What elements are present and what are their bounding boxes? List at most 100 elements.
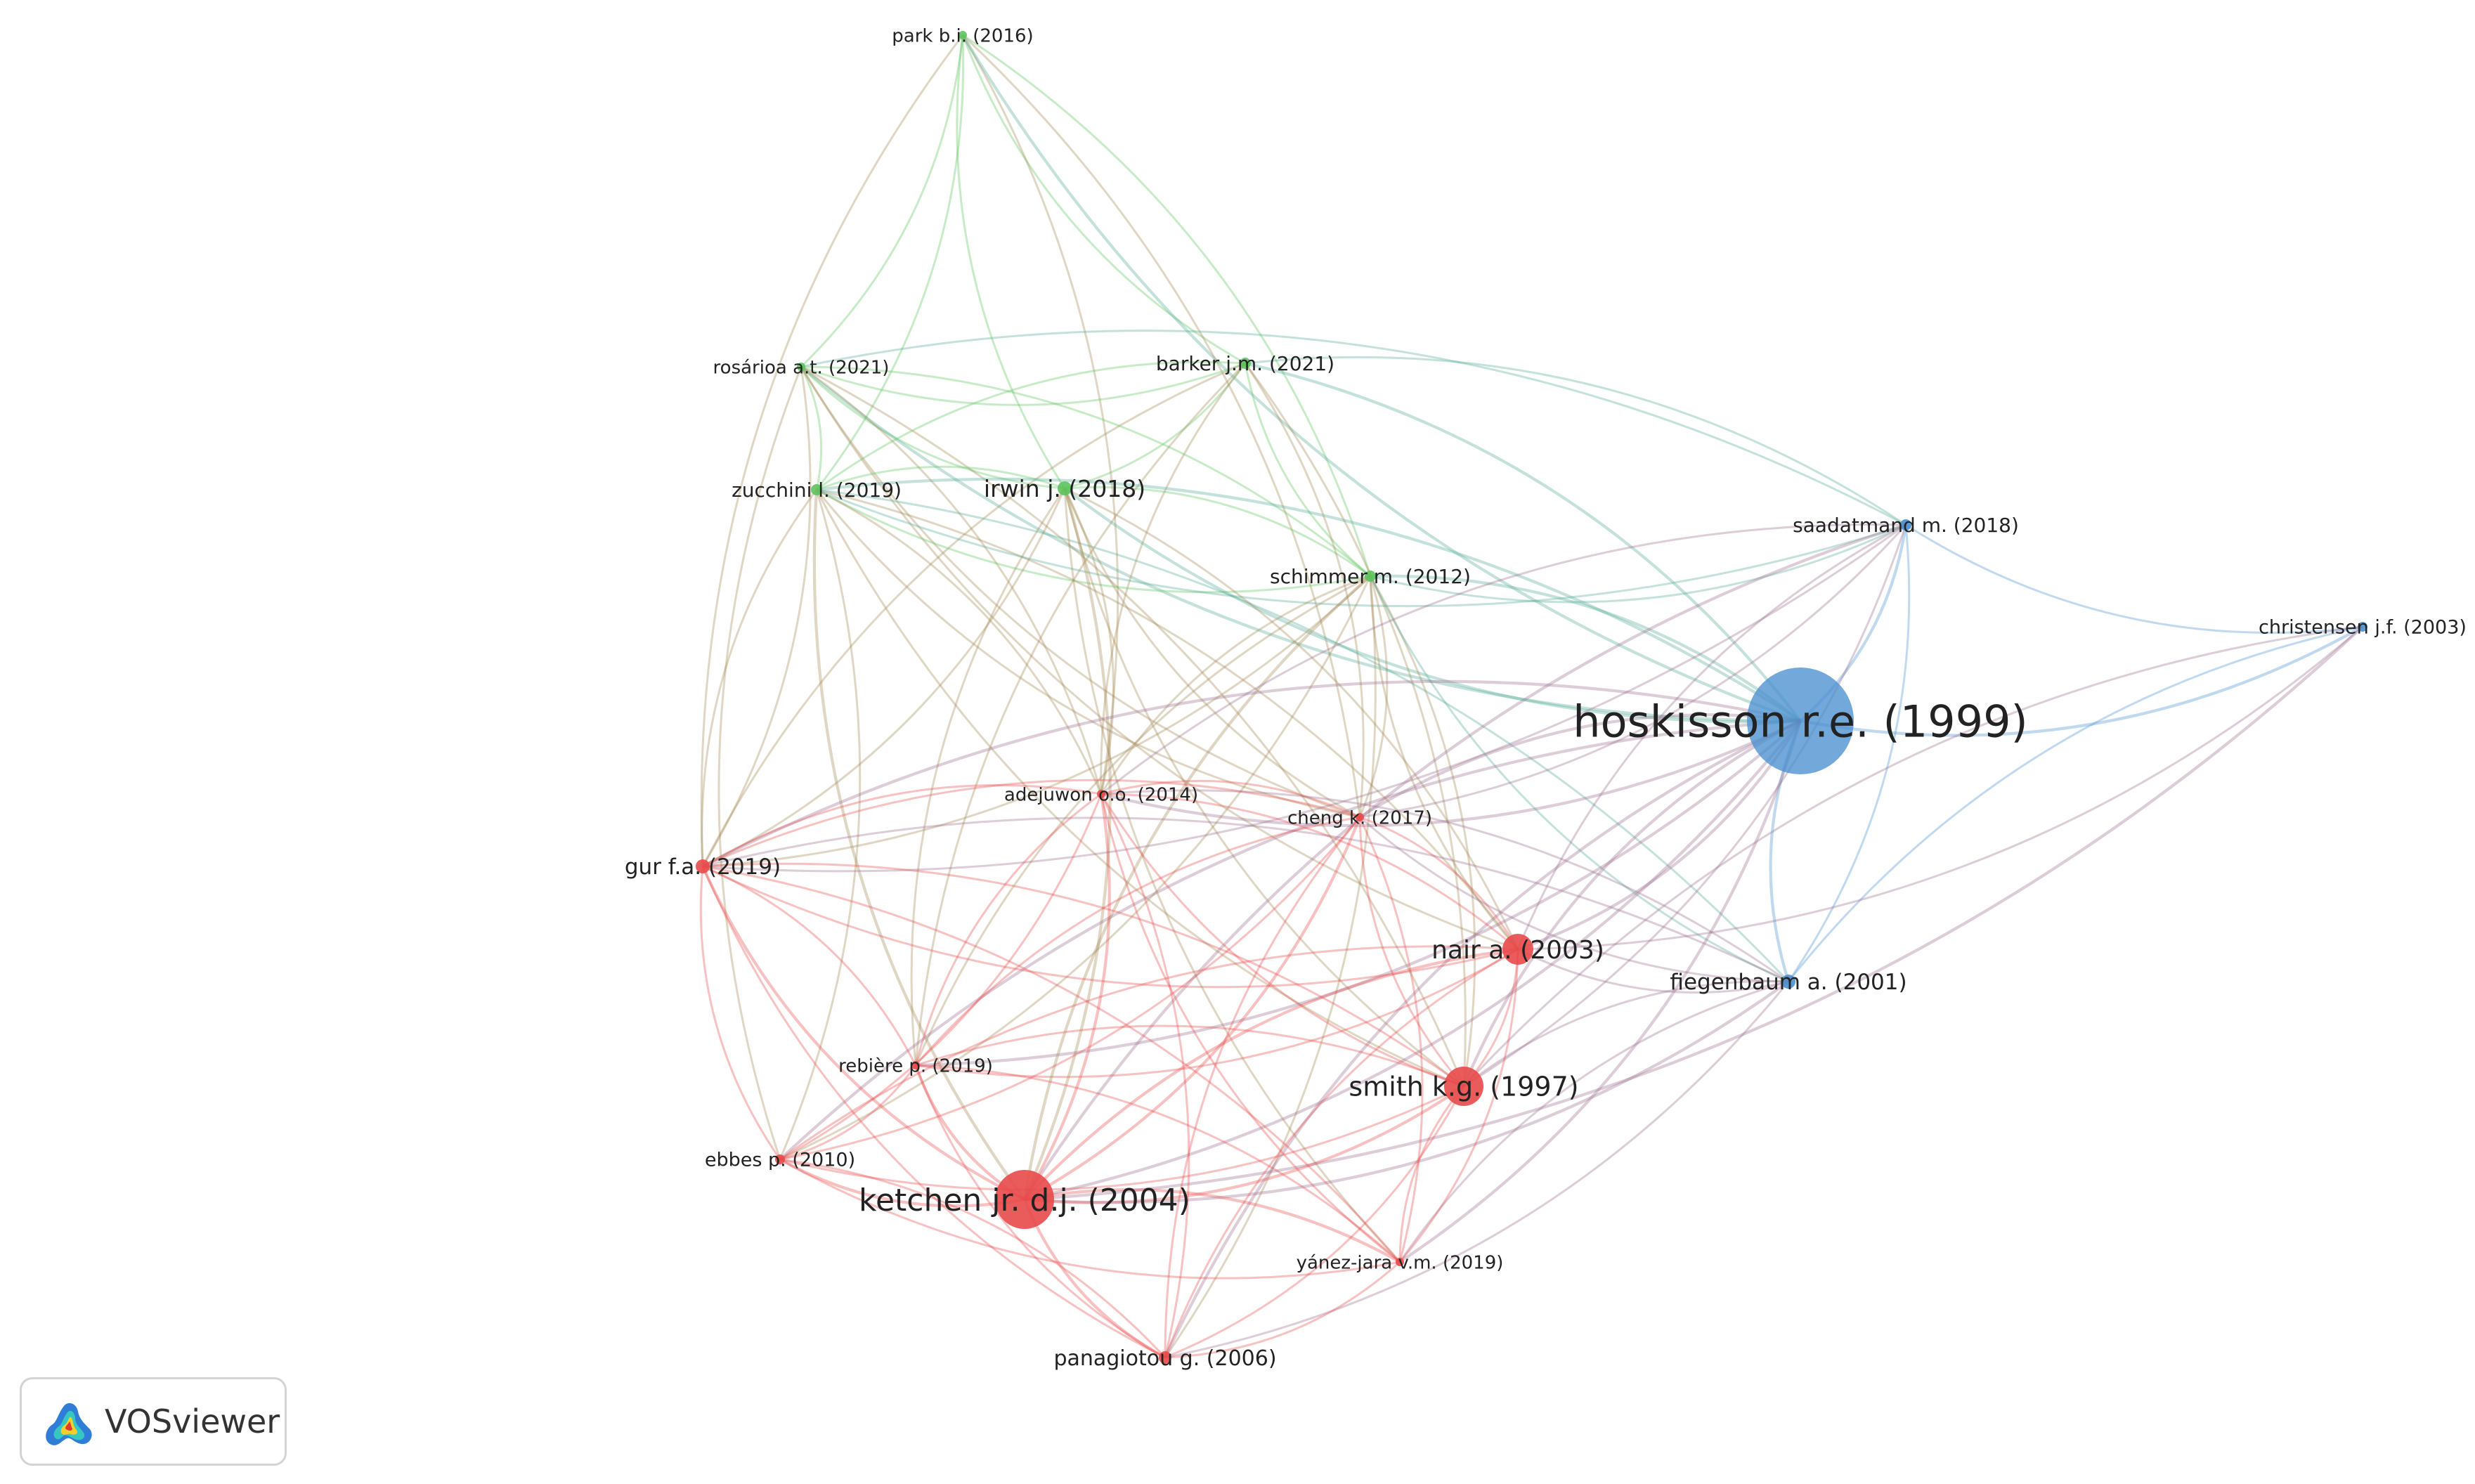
link-rosarioa-smith	[800, 365, 1465, 1087]
link-hoskisson-gur	[702, 679, 1801, 868]
link-hoskisson-cheng	[1358, 713, 1801, 819]
link-schimmer-ebbes	[779, 575, 1372, 1161]
node-label-saadatmand[interactable]: saadatmand m. (2018)	[1793, 514, 2019, 537]
link-ebbes-ketchen	[779, 1158, 1025, 1208]
link-fiegenbaum-adejuwon	[1100, 789, 1789, 983]
link-park-gur	[700, 34, 964, 867]
node-label-fiegenbaum[interactable]: fiegenbaum a. (2001)	[1670, 970, 1906, 995]
node-label-schimmer[interactable]: schimmer m. (2012)	[1270, 565, 1471, 588]
link-smith-ebbes	[779, 1085, 1464, 1191]
link-zucchini-ebbes	[779, 489, 862, 1160]
link-rosarioa-gur	[701, 366, 812, 867]
node-saadatmand[interactable]	[1900, 519, 1911, 531]
link-barker-smith	[1244, 363, 1467, 1087]
link-irwin-nair	[1064, 487, 1519, 950]
node-adejuwon[interactable]	[1097, 790, 1105, 798]
link-saadatmand-ketchen	[1023, 523, 1906, 1201]
network-nodes	[696, 31, 2367, 1364]
node-rebiere[interactable]	[911, 1061, 920, 1069]
node-yanez[interactable]	[1396, 1258, 1404, 1266]
node-label-nair[interactable]: nair a. (2003)	[1431, 936, 1604, 965]
link-park-irwin	[956, 34, 1066, 489]
link-zucchini-schimmer	[816, 488, 1371, 594]
node-label-ebbes[interactable]: ebbes p. (2010)	[705, 1150, 855, 1171]
link-schimmer-panagiotou	[1164, 575, 1377, 1358]
link-hoskisson-rebiere	[915, 720, 1802, 1067]
link-schimmer-nair	[1369, 575, 1519, 950]
node-schimmer[interactable]	[1365, 571, 1376, 582]
link-cheng-yanez	[1358, 816, 1424, 1263]
node-label-zucchini[interactable]: zucchini l. (2019)	[732, 479, 902, 502]
node-label-rebiere[interactable]: rebière p. (2019)	[838, 1055, 993, 1076]
node-label-gur[interactable]: gur f.a. (2019)	[625, 854, 781, 880]
link-rosarioa-hoskisson	[800, 365, 1801, 723]
node-label-ketchen[interactable]: ketchen jr. d.j. (2004)	[859, 1183, 1190, 1218]
link-zucchini-fiegenbaum	[816, 488, 1790, 983]
node-rosarioa[interactable]	[797, 363, 805, 371]
link-barker-schimmer	[1244, 363, 1371, 578]
node-label-barker[interactable]: barker j.m. (2021)	[1156, 352, 1334, 375]
node-ketchen[interactable]	[995, 1170, 1054, 1229]
link-rebiere-ebbes	[779, 1065, 917, 1161]
node-ebbes[interactable]	[775, 1154, 785, 1164]
link-rosarioa-saadatmand	[800, 330, 1906, 526]
node-label-rosarioa[interactable]: rosárioa a.t. (2021)	[713, 357, 890, 378]
link-adejuwon-ebbes	[779, 793, 1103, 1161]
link-schimmer-adejuwon	[1100, 575, 1371, 795]
link-gur-ketchen	[701, 866, 1025, 1201]
link-rebiere-panagiotou	[914, 1065, 1166, 1359]
link-gur-rebiere	[702, 865, 917, 1066]
link-gur-ebbes	[699, 866, 781, 1160]
vosviewer-badge[interactable]: VOSviewer	[20, 1377, 287, 1466]
link-irwin-hoskisson	[1063, 487, 1801, 724]
link-adejuwon-ketchen	[1023, 793, 1111, 1201]
node-zucchini[interactable]	[811, 484, 822, 495]
node-park[interactable]	[959, 31, 967, 39]
link-nair-panagiotou	[1164, 948, 1519, 1358]
node-label-irwin[interactable]: irwin j. (2018)	[984, 475, 1145, 502]
node-label-cheng[interactable]: cheng k. (2017)	[1287, 807, 1432, 828]
node-fiegenbaum[interactable]	[1781, 975, 1795, 989]
link-irwin-ketchen	[1023, 488, 1112, 1200]
link-rosarioa-irwin	[800, 365, 1065, 490]
node-label-hoskisson[interactable]: hoskisson r.e. (1999)	[1573, 696, 2027, 747]
link-smith-panagiotou	[1164, 1086, 1465, 1359]
node-gur[interactable]	[696, 859, 710, 873]
link-adejuwon-gur	[702, 783, 1102, 868]
link-adejuwon-yanez	[1100, 793, 1401, 1263]
link-ketchen-yanez	[1024, 1188, 1401, 1263]
link-schimmer-smith	[1369, 575, 1476, 1087]
node-smith[interactable]	[1444, 1067, 1483, 1106]
link-barker-cheng	[1244, 363, 1365, 818]
node-label-christensen[interactable]: christensen j.f. (2003)	[2259, 617, 2467, 639]
node-nair[interactable]	[1502, 934, 1533, 965]
node-label-smith[interactable]: smith k.g. (1997)	[1349, 1072, 1578, 1102]
node-barker[interactable]	[1240, 358, 1251, 369]
link-fiegenbaum-smith	[1463, 980, 1789, 1088]
link-christensen-ketchen	[1024, 625, 2364, 1202]
node-cheng[interactable]	[1356, 813, 1364, 821]
link-hoskisson-ebbes	[779, 719, 1801, 1161]
node-irwin[interactable]	[1058, 481, 1072, 495]
link-fiegenbaum-nair	[1517, 948, 1789, 994]
link-saadatmand-gur	[702, 523, 1906, 873]
link-barker-gur	[701, 362, 1246, 867]
node-hoskisson[interactable]	[1747, 668, 1854, 774]
link-saadatmand-christensen	[1905, 523, 2363, 634]
link-park-cheng	[961, 34, 1361, 818]
node-label-panagiotou[interactable]: panagiotou g. (2006)	[1053, 1346, 1276, 1371]
link-christensen-fiegenbaum	[1787, 625, 2363, 982]
link-schimmer-ketchen	[1022, 575, 1372, 1200]
link-ebbes-yanez	[779, 1158, 1401, 1280]
network-labels: park b.i. (2016) rosárioa a.t. (2021) bark…	[625, 25, 2467, 1370]
link-adejuwon-smith	[1100, 793, 1464, 1088]
link-adejuwon-rebiere	[914, 793, 1102, 1066]
link-irwin-schimmer	[1064, 486, 1371, 578]
node-label-adejuwon[interactable]: adejuwon o.o. (2014)	[1004, 784, 1198, 805]
link-zucchini-nair	[816, 488, 1519, 950]
node-label-yanez[interactable]: yánez-jara v.m. (2019)	[1297, 1252, 1504, 1273]
node-christensen[interactable]	[2358, 622, 2367, 632]
link-saadatmand-adejuwon	[1100, 523, 1906, 795]
node-panagiotou[interactable]	[1159, 1351, 1171, 1364]
node-label-park[interactable]: park b.i. (2016)	[892, 25, 1033, 46]
